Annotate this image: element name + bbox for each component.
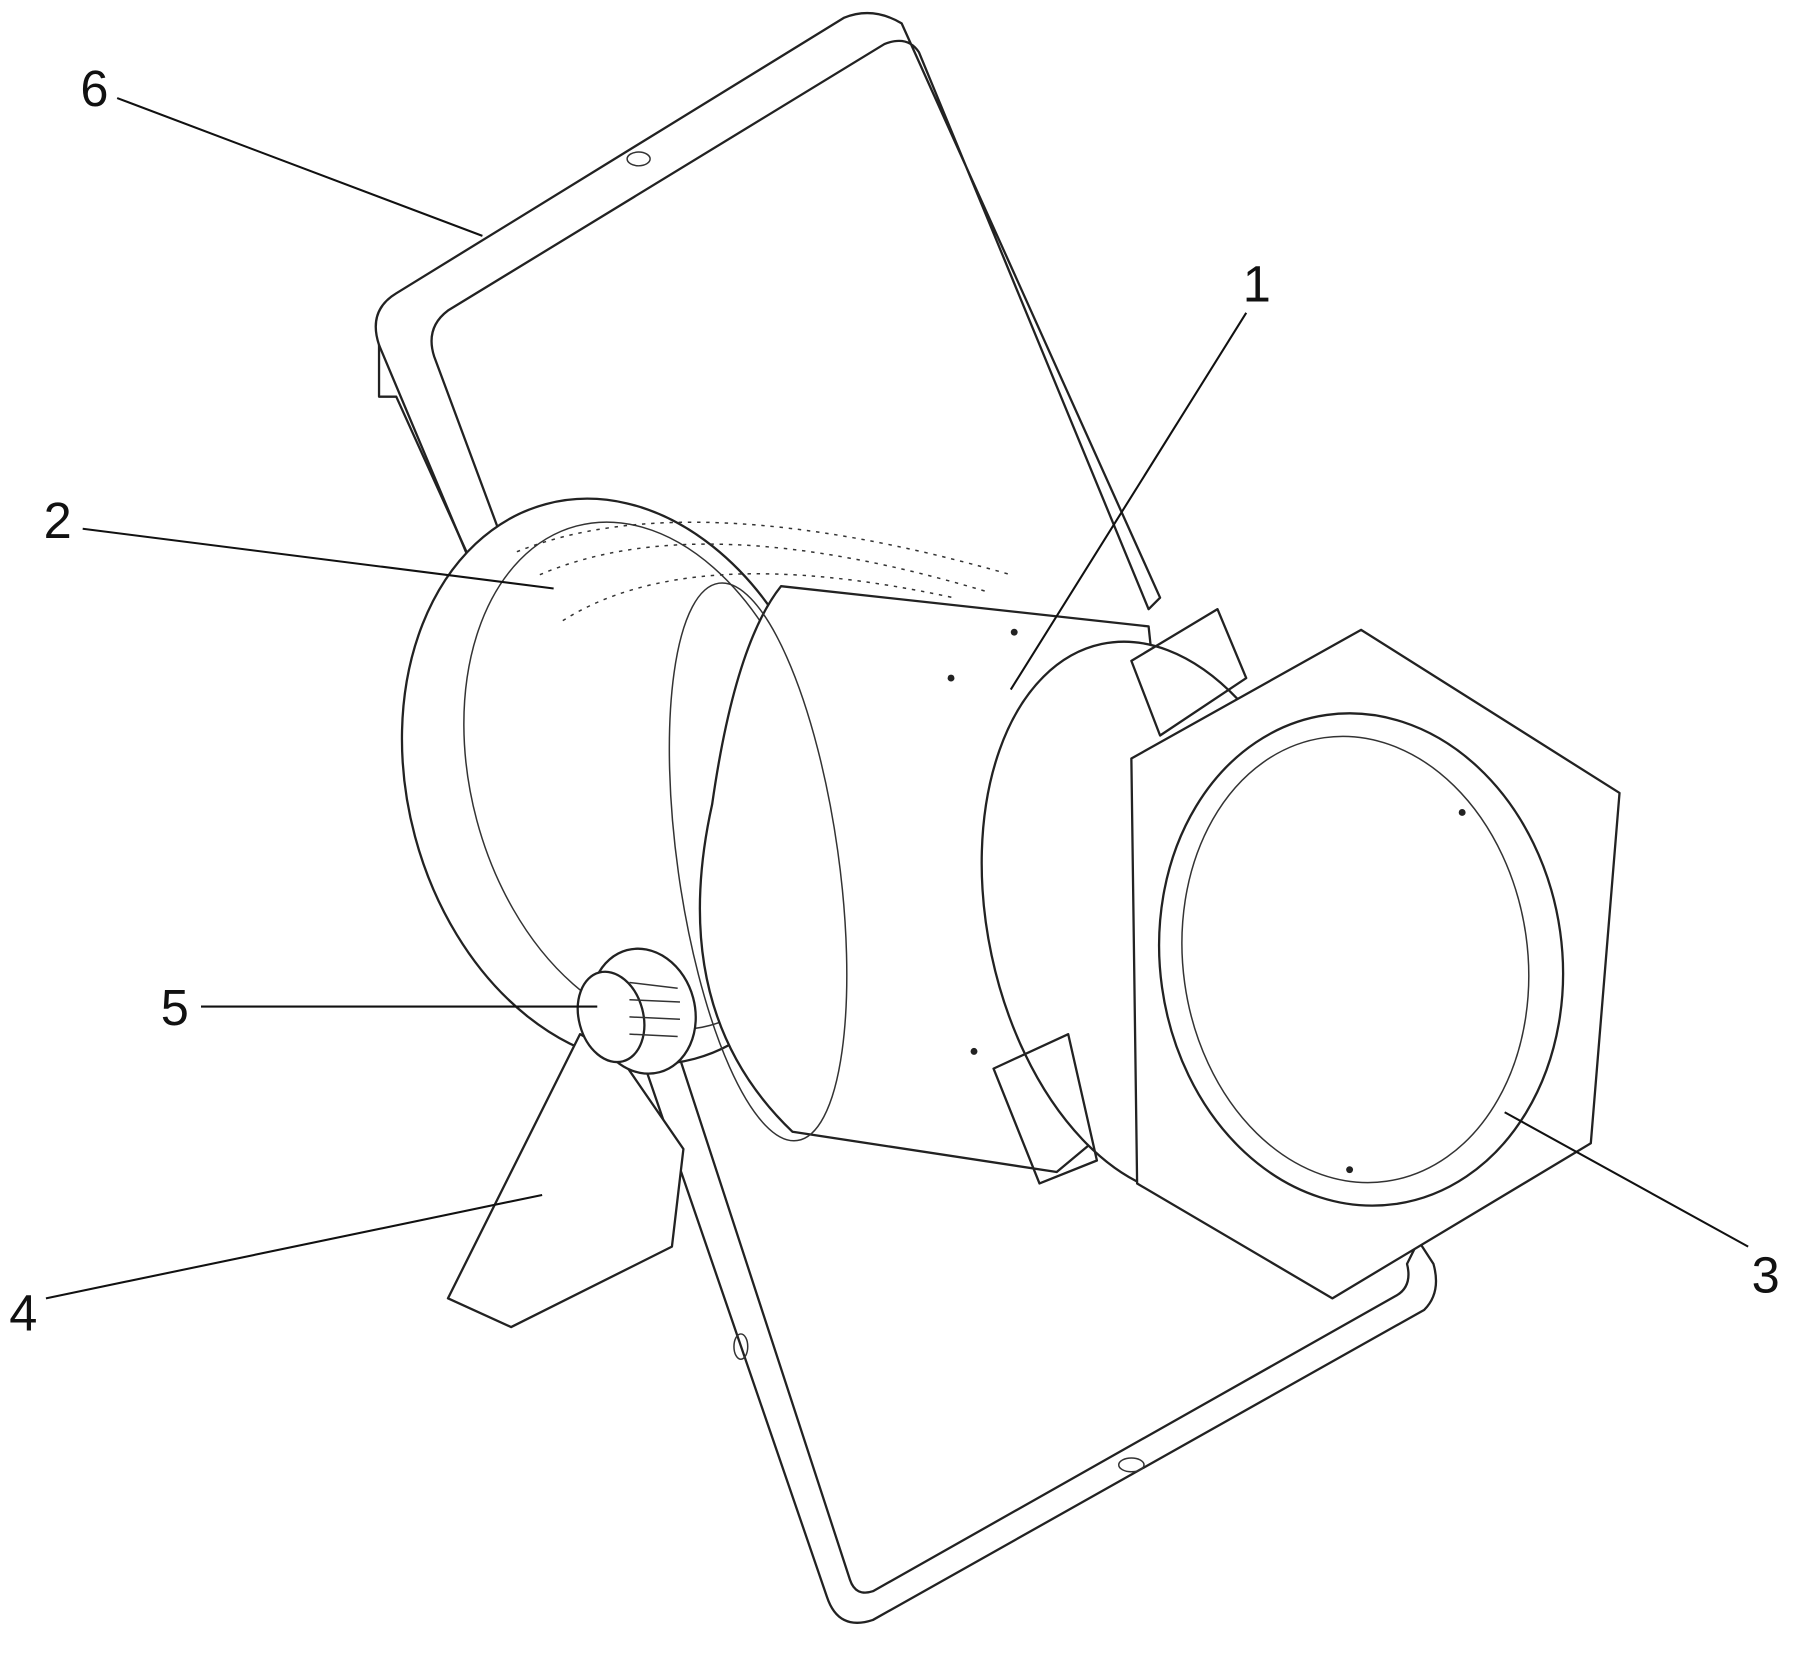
svg-text:6: 6: [80, 60, 108, 117]
svg-text:2: 2: [44, 492, 72, 549]
svg-text:3: 3: [1752, 1247, 1780, 1304]
svg-text:5: 5: [161, 979, 189, 1036]
svg-text:1: 1: [1243, 255, 1271, 312]
svg-text:4: 4: [9, 1284, 37, 1341]
label-6: 6: [80, 60, 482, 236]
